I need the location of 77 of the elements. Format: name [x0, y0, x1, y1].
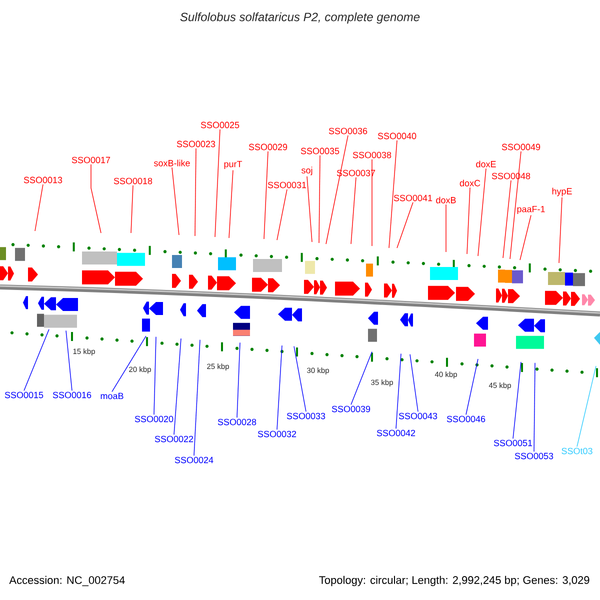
- accession-text: Accession: NC_002754: [9, 576, 125, 586]
- gene-label: SSO0043: [398, 412, 438, 420]
- gene-label: moaB: [100, 392, 124, 400]
- leader-line: [24, 329, 50, 391]
- gene-label: soxB-like: [154, 160, 190, 166]
- gene-label: doxE: [476, 160, 496, 168]
- leader-line: [502, 180, 512, 258]
- gene-label: SSO0035: [300, 148, 340, 154]
- leader-line: [90, 164, 102, 234]
- map-title: Sulfolobus solfataricus P2, complete genome: [180, 12, 420, 24]
- gene-label: SSO0016: [52, 392, 92, 398]
- gene-label: SSO0039: [332, 406, 370, 412]
- leader-line: [194, 339, 200, 456]
- gene-label: SSO0023: [176, 140, 216, 148]
- leader-line: [154, 336, 156, 415]
- leader-line: [276, 189, 288, 240]
- leader-line: [466, 187, 470, 254]
- gene-label: SSO0051: [494, 440, 532, 446]
- leader-line: [396, 202, 414, 248]
- genome-info-text: Topology: circular; Length: 2,992,245 bp; Genes: 3,029: [319, 576, 590, 586]
- leader-line: [326, 135, 348, 244]
- gene-label: SSO0053: [514, 452, 554, 460]
- leader-line: [534, 362, 536, 452]
- gene-label: SSO0015: [4, 392, 44, 398]
- leader-line: [318, 155, 320, 244]
- gene-label: SSO0042: [376, 430, 416, 436]
- gene-label: SSO0049: [502, 144, 540, 150]
- gene-label: SSO0013: [24, 176, 62, 184]
- leader-line: [174, 338, 182, 435]
- leader-line: [576, 366, 596, 447]
- gene-label: soj: [302, 166, 312, 176]
- gene-label: purT: [224, 160, 242, 170]
- leader-line: [520, 214, 532, 260]
- leader-line: [66, 330, 72, 391]
- gene-label: SSO0017: [72, 156, 110, 164]
- leader-line: [466, 358, 478, 415]
- leader-line: [512, 362, 522, 439]
- leader-line: [510, 151, 522, 260]
- gene-label: SSO0028: [218, 418, 256, 426]
- leader-line: [264, 151, 268, 240]
- gene-label: paaF-1: [517, 206, 545, 214]
- leader-line: [228, 170, 234, 238]
- gene-label: SSO0029: [248, 144, 288, 150]
- gene-label: SSO0046: [446, 416, 486, 422]
- leader-line: [236, 342, 240, 418]
- gene-label: SSO0018: [114, 178, 152, 184]
- leader-line: [112, 336, 146, 392]
- leader-line: [558, 197, 562, 264]
- leader-line: [130, 185, 134, 234]
- gene-label: SSO0041: [394, 194, 432, 202]
- leader-line: [478, 168, 486, 256]
- gene-label: SSO0025: [200, 122, 240, 128]
- leader-line: [276, 345, 282, 430]
- leader-line: [214, 129, 220, 238]
- gene-label: SSO0040: [378, 132, 416, 140]
- gene-label: SSOt03: [562, 448, 592, 454]
- gene-label: doxB: [436, 196, 456, 204]
- leader-line: [194, 148, 196, 236]
- leader-line: [388, 140, 398, 248]
- gene-label: SSO0024: [174, 456, 214, 464]
- gene-label: SSO0031: [268, 182, 306, 188]
- gene-label: hypE: [552, 188, 572, 196]
- leader-line: [306, 176, 312, 242]
- leader-line: [34, 184, 44, 232]
- leader-line: [350, 351, 372, 405]
- gene-label: SSO0036: [328, 128, 368, 134]
- gene-label: SSO0020: [134, 416, 174, 422]
- leader-line: [410, 354, 418, 412]
- leader-line: [172, 167, 180, 236]
- gene-label: SSO0022: [154, 436, 194, 442]
- gene-label: SSO0038: [352, 152, 392, 158]
- gene-label: doxC: [460, 180, 480, 186]
- leader-line: [350, 177, 356, 244]
- gene-label: SSO0033: [286, 412, 326, 420]
- leader-line: [396, 353, 402, 429]
- gene-label: SSO0032: [258, 430, 296, 438]
- leader-line: [294, 346, 306, 412]
